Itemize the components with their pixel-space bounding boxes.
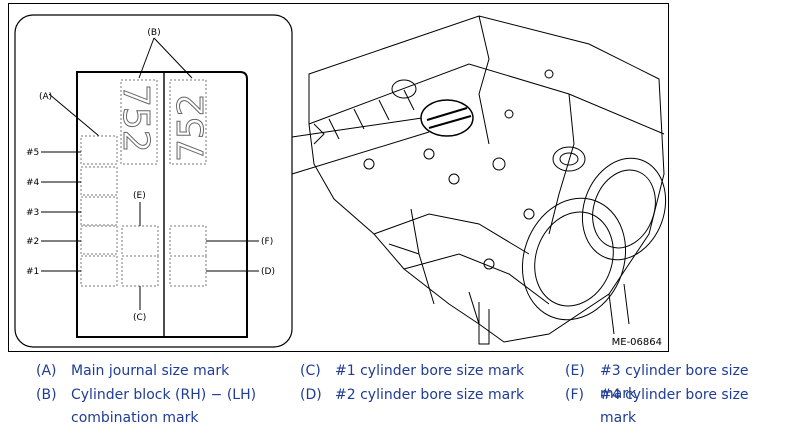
legend-key-A: (A) (36, 363, 57, 379)
legend-key-E: (E) (565, 363, 585, 379)
mark-box-left (120, 79, 158, 165)
legend-text-A: Main journal size mark (71, 363, 230, 379)
journal-label-1: #1 (26, 267, 39, 277)
callout-A: (A) (39, 92, 52, 102)
journal-label-2: #2 (26, 237, 39, 247)
journal-label-3: #3 (26, 208, 39, 218)
callout-F: (F) (261, 237, 273, 247)
figure-code: ME-06864 (611, 337, 662, 348)
legend-text-B: Cylinder block (RH) − (LH) (71, 387, 257, 403)
callout-C: (C) (133, 313, 146, 323)
legend-key-D: (D) (300, 387, 322, 403)
callout-B: (B) (147, 28, 160, 38)
legend: (A) Main journal size mark (B) Cylinder … (0, 358, 791, 433)
inset-frame (14, 14, 293, 348)
zoom-line-bottom (291, 131, 430, 175)
legend-key-C: (C) (300, 363, 321, 379)
legend-text-D: #2 cylinder bore size mark (335, 387, 525, 403)
legend-item-B: (B) Cylinder block (RH) − (LH) combinati… (36, 384, 296, 430)
callout-E: (E) (133, 191, 146, 201)
journal-box-4 (80, 166, 118, 196)
zoom-line-top (291, 117, 423, 138)
callout-D: (D) (261, 267, 275, 277)
legend-text-B-2: combination mark (71, 410, 199, 426)
journal-label-5: #5 (26, 148, 39, 158)
diagram-figure: (B) 752 752 (A) #5 #4 #3 #2 #1 (8, 3, 669, 352)
zoom-mark-line-2 (428, 115, 472, 129)
mark-box-right (169, 79, 207, 165)
bore-box-D (169, 255, 207, 287)
journal-box-5 (80, 135, 118, 165)
journal-box-3 (80, 196, 118, 226)
journal-box-2 (80, 225, 118, 255)
combination-mark-right: 752 (171, 93, 212, 162)
callout-B-leader-left (138, 37, 155, 79)
zoom-mark-line-1 (426, 107, 468, 121)
callout-A-leader (48, 93, 100, 137)
legend-text-F: #4 cylinder bore size mark (600, 387, 749, 426)
callout-B-leader-right (153, 37, 193, 79)
legend-text-E: #3 cylinder bore size mark (600, 363, 749, 402)
engine-block-illustration (308, 15, 667, 345)
block-outline (76, 71, 248, 338)
combination-mark-left: 752 (115, 84, 156, 153)
legend-key-F: (F) (565, 387, 584, 403)
legend-text-C: #1 cylinder bore size mark (335, 363, 525, 379)
journal-label-4: #4 (26, 178, 40, 188)
diagram-svg: (B) 752 752 (A) #5 #4 #3 #2 #1 (14, 14, 667, 348)
legend-key-B: (B) (36, 387, 57, 403)
